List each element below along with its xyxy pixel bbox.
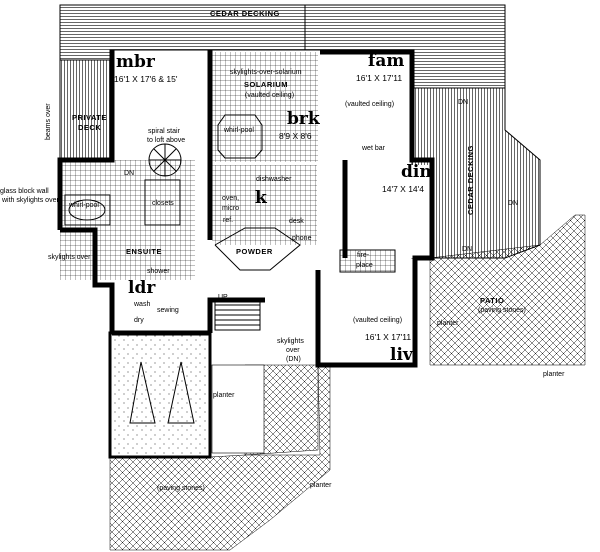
beams-over-label: beams over	[45, 103, 52, 140]
private-deck-label-2: DECK	[78, 123, 101, 132]
mbr-label: mbr	[116, 52, 156, 72]
brk-dims: 8'9 X 8'6	[279, 131, 312, 141]
solarium-skylights: skylights-over-solarium	[230, 69, 302, 76]
private-deck-label: PRIVATE	[72, 113, 107, 122]
garage-floor	[108, 331, 212, 459]
closets-label: closets	[152, 200, 174, 207]
dn-mbr: DN	[124, 170, 134, 177]
skylights-dn-label-3: (DN)	[286, 356, 301, 363]
micro-label: micro	[222, 205, 239, 212]
wash-label: wash	[133, 301, 150, 308]
glass-block-label: glass block wall	[0, 188, 49, 195]
skylights-dn-label: skylights	[277, 338, 304, 345]
powder-label: POWDER	[236, 247, 273, 256]
whirlpool-bath-label: whirl-pool	[68, 202, 99, 209]
desk-label: desk	[289, 218, 304, 225]
patio	[429, 214, 586, 366]
din-label: din	[401, 162, 432, 182]
cedar-decking-top-label: CEDAR DECKING	[210, 9, 280, 18]
fam-label: fam	[368, 51, 404, 71]
patio-note: (paving stones)	[478, 307, 526, 314]
spiral-stair-label-2: to loft above	[147, 137, 185, 144]
solarium-floor	[212, 52, 318, 162]
spiral-stair-label: spiral stair	[148, 128, 181, 135]
sewing-label: sewing	[157, 307, 179, 314]
oven-label: oven,	[222, 195, 239, 202]
front-paving-label: (paving stones)	[157, 485, 205, 492]
fam-note: (vaulted ceiling)	[345, 101, 394, 108]
din-dims: 14'7 X 14'4	[382, 184, 424, 194]
dn-deck-1: DN	[458, 99, 468, 106]
up-label: UP	[218, 294, 228, 301]
ensuite-floor	[60, 160, 195, 280]
glass-block-label-2: with skylights over	[1, 197, 59, 204]
kitchen-floor	[212, 165, 317, 245]
garage-markers	[129, 361, 195, 424]
dry-label: dry	[134, 317, 144, 324]
ensuite-label: ENSUITE	[126, 247, 162, 256]
liv-dims: 16'1 X 17'11	[365, 332, 411, 342]
planter-bed	[211, 364, 265, 454]
brk-label: brk	[287, 109, 321, 129]
shower-label: shower	[147, 268, 170, 275]
dn-deck-3: DN	[462, 246, 472, 253]
solarium-label: SOLARIUM	[244, 80, 288, 89]
dishwasher-label: dishwasher	[256, 176, 292, 183]
fireplace-label: fire-	[357, 252, 370, 259]
phone-label: phone	[292, 235, 312, 242]
fam-dims: 16'1 X 17'11	[356, 73, 402, 83]
cedar-decking-right-label: CEDAR DECKING	[466, 145, 475, 215]
wet-bar-label: wet bar	[361, 145, 386, 152]
dn-deck-2: DN	[508, 200, 518, 207]
whirlpool-brk-label: whirl-pool	[223, 127, 254, 134]
liv-label: liv	[390, 345, 414, 365]
private-deck	[59, 59, 113, 161]
planter-label-2: planter	[543, 371, 565, 378]
skylights-over-label: skylights over	[48, 254, 91, 261]
planter-label-3: planter	[213, 392, 235, 399]
mbr-dims: 16'1 X 17'6 & 15'	[114, 74, 178, 84]
walls	[57, 49, 435, 368]
cedar-decking-top	[59, 4, 506, 89]
ldr-label: ldr	[128, 278, 156, 298]
skylights-dn-label-2: over	[286, 347, 300, 354]
solarium-note: (vaulted ceiling)	[245, 92, 294, 99]
ref-label: ref.	[223, 217, 233, 224]
liv-note: (vaulted ceiling)	[353, 317, 402, 324]
fireplace-label-2: place	[356, 262, 373, 269]
planter-label-4: planter	[310, 482, 332, 489]
k-label: k	[255, 188, 268, 208]
patio-label: PATIO	[480, 296, 504, 305]
planter-label-1: planter	[437, 320, 459, 327]
